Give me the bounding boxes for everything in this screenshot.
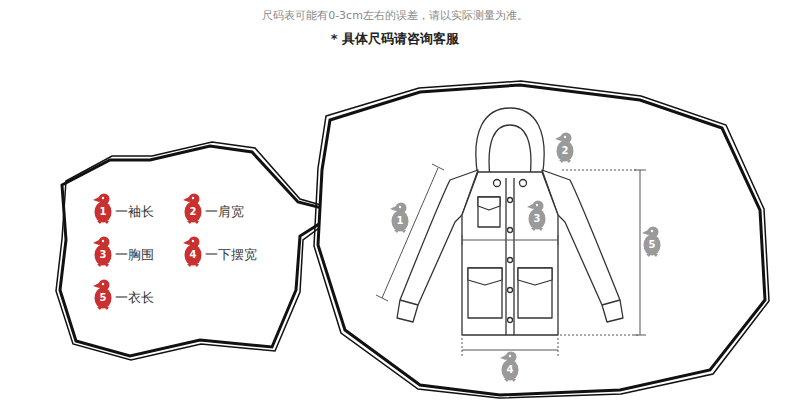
legend-text: 一肩宽 xyxy=(205,203,244,221)
legend-item: 一胸围 xyxy=(115,246,154,264)
legend-item: 一肩宽 xyxy=(205,203,244,221)
legend-item: 一下摆宽 xyxy=(205,246,257,264)
note-heading: * 具体尺码请咨询客服 xyxy=(331,30,459,48)
legend-item: 一袖长 xyxy=(115,203,154,221)
penguin-icon xyxy=(93,237,112,268)
penguin-icon xyxy=(390,203,409,234)
penguin-icons xyxy=(93,133,661,383)
speech-bubble xyxy=(56,142,342,360)
legend-text: 一衣长 xyxy=(115,289,154,307)
penguin-icon xyxy=(93,280,112,311)
jacket-drawing xyxy=(397,108,623,335)
callout-number: 1 xyxy=(397,216,404,226)
legend-item: 一衣长 xyxy=(115,289,154,307)
callout-number: 4 xyxy=(190,250,197,260)
callout-number: 3 xyxy=(534,214,541,224)
callout-number: 1 xyxy=(100,207,107,217)
callout-number: 2 xyxy=(190,207,197,217)
legend-text: 一袖长 xyxy=(115,203,154,221)
callout-number: 4 xyxy=(507,365,514,375)
penguin-icon xyxy=(527,201,546,232)
penguin-icon xyxy=(183,237,202,268)
penguin-icon xyxy=(555,133,574,164)
note-text: 尺码表可能有0-3cm左右的误差，请以实际测量为准。 xyxy=(262,10,528,21)
callout-number: 3 xyxy=(100,250,107,260)
penguin-icon xyxy=(500,352,519,383)
legend-text: 一下摆宽 xyxy=(205,246,257,264)
penguin-icon xyxy=(183,194,202,225)
penguin-icon xyxy=(93,194,112,225)
dimension-lines xyxy=(376,164,646,356)
legend-text: 一胸围 xyxy=(115,246,154,264)
speech-bubble xyxy=(314,81,769,398)
callout-number: 2 xyxy=(562,146,569,156)
penguin-icon xyxy=(642,227,661,258)
callout-number: 5 xyxy=(649,240,656,250)
callout-number: 5 xyxy=(100,293,107,303)
